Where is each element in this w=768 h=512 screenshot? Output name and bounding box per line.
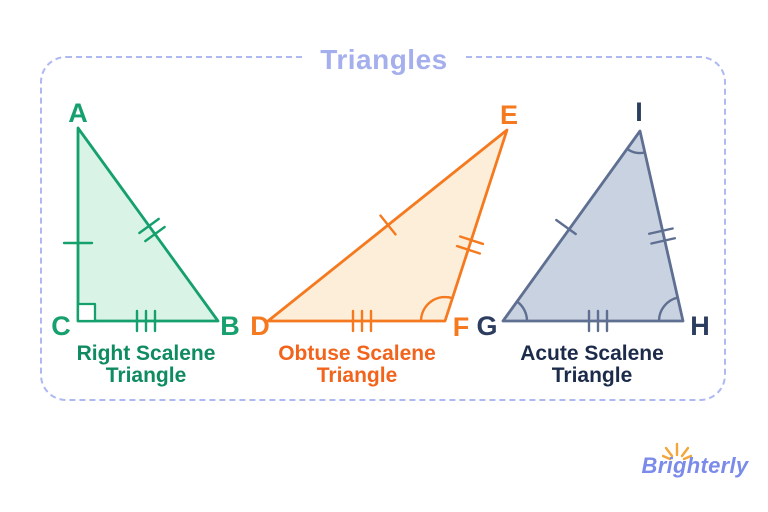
vertex-label-g: G xyxy=(476,311,497,341)
caption-obtuse-scalene: Obtuse Scalene Triangle xyxy=(237,343,477,386)
sunburst-icon xyxy=(662,442,692,461)
vertex-label-i: I xyxy=(635,97,643,127)
tick xyxy=(455,244,482,255)
tick xyxy=(458,235,485,246)
page-title: Triangles xyxy=(302,42,466,78)
vertex-label-b: B xyxy=(220,311,240,341)
vertex-label-a: A xyxy=(68,98,88,128)
tick xyxy=(144,225,166,243)
vertex-labels: E D F xyxy=(250,100,518,342)
angle-arc-h xyxy=(657,296,679,323)
tick xyxy=(555,218,577,236)
vertex-label-f: F xyxy=(453,312,470,342)
tick xyxy=(647,227,674,235)
tick xyxy=(138,217,160,235)
acute-scalene-triangle-shape xyxy=(501,129,685,323)
vertex-label-d: D xyxy=(250,311,270,341)
vertex-labels: I G H xyxy=(476,97,709,341)
vertex-labels: A C B xyxy=(51,98,240,341)
tick xyxy=(650,237,677,245)
caption-line: Acute Scalene xyxy=(520,342,664,365)
angle-arcs xyxy=(515,147,679,323)
caption-acute-scalene: Acute Scalene Triangle xyxy=(472,343,712,386)
angle-arc-f xyxy=(419,295,454,323)
vertex-label-c: C xyxy=(51,311,71,341)
logo-wordmark: Brighterly xyxy=(641,453,749,478)
caption-line: Triangle xyxy=(316,363,398,387)
side-tick-marks xyxy=(351,214,485,333)
right-angle-marker xyxy=(76,302,97,323)
obtuse-scalene-triangle-figure: E D F xyxy=(250,100,518,342)
caption-line: Triangle xyxy=(551,363,633,387)
caption-line: Triangle xyxy=(105,363,187,387)
caption-line: Obtuse Scalene xyxy=(278,342,436,365)
tick xyxy=(379,214,397,236)
brighterly-logo: Brighterly xyxy=(634,441,756,487)
side-tick-marks xyxy=(555,218,677,333)
angle-arc-i xyxy=(625,147,647,155)
vertex-label-e: E xyxy=(500,100,518,130)
right-scalene-triangle-figure: A C B xyxy=(51,98,240,341)
vertex-label-h: H xyxy=(690,311,710,341)
angle-arc-g xyxy=(515,300,529,323)
acute-scalene-triangle-figure: I G H xyxy=(476,97,709,341)
caption-right-scalene: Right Scalene Triangle xyxy=(26,343,266,386)
side-tick-marks xyxy=(62,217,166,333)
right-scalene-triangle-shape xyxy=(76,126,220,323)
caption-line: Right Scalene xyxy=(76,342,216,365)
